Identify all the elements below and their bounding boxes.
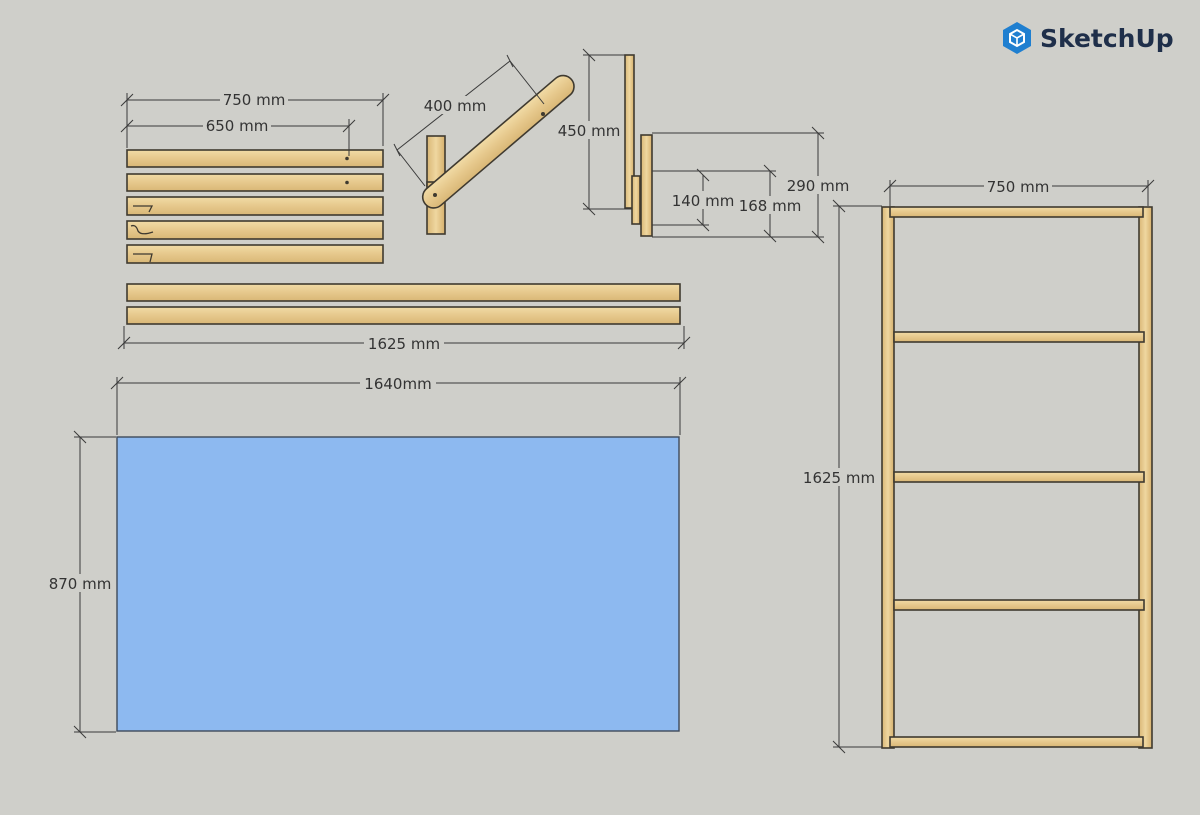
frame-rung <box>893 331 1145 343</box>
slat-hole <box>345 156 349 161</box>
sketchup-logo: SketchUp <box>1003 22 1174 54</box>
dimension-label: 870 mm <box>49 575 112 593</box>
short-slat-5 <box>126 244 384 264</box>
frame-rung <box>893 599 1145 611</box>
short-slat-3 <box>126 196 384 216</box>
dimension-frame-height: 1625 mm <box>800 199 882 754</box>
frame-rung-bottom <box>889 736 1144 748</box>
dimension-frame-width: 750 mm <box>883 177 1155 206</box>
dimension-label: 400 mm <box>424 97 487 115</box>
ladder-frame <box>881 206 1153 749</box>
short-slat-2 <box>126 173 384 192</box>
short-slat-1 <box>126 149 384 168</box>
long-rails <box>126 283 681 325</box>
post-assembly <box>624 54 653 237</box>
frame-rung-top <box>889 206 1144 218</box>
long-rail-1 <box>126 283 681 302</box>
dimension-foot-small: 140 mm <box>652 168 736 232</box>
dimension-label: 650 mm <box>206 117 269 135</box>
dimension-label: 168 mm <box>739 197 802 215</box>
dimension-label: 750 mm <box>223 91 286 109</box>
arm-pivot <box>433 193 437 197</box>
logo-text: SketchUp <box>1040 24 1174 53</box>
dimension-foot-long: 290 mm <box>652 126 852 244</box>
dimension-arm-length: 400 mm <box>393 54 545 187</box>
slat-hole <box>345 180 349 185</box>
dimension-slats-overall: 750 mm <box>120 90 390 146</box>
tall-post <box>624 54 635 209</box>
short-slat-4 <box>126 220 384 240</box>
dimension-post-height: 450 mm <box>555 48 632 216</box>
sketchup-cube-icon <box>1003 22 1031 54</box>
dimension-label: 450 mm <box>558 122 621 140</box>
arm-end-hole <box>541 112 545 116</box>
dimension-long-rails: 1625 mm <box>117 326 691 353</box>
panel-board <box>116 436 680 732</box>
arm-bar <box>421 74 575 209</box>
dimension-slats-hole: 650 mm <box>120 116 356 156</box>
dimension-label: 1625 mm <box>803 469 875 487</box>
slat-notch <box>133 253 153 263</box>
dimension-label: 290 mm <box>787 177 850 195</box>
dimension-label: 750 mm <box>987 178 1050 196</box>
arm-assembly <box>421 74 575 235</box>
post-foot <box>640 134 653 237</box>
long-rail-2 <box>126 306 681 325</box>
slat-notch <box>133 205 154 213</box>
frame-side-left <box>881 206 895 749</box>
dimension-foot-mid: 168 mm <box>652 164 804 243</box>
dimension-panel-height: 870 mm <box>46 430 116 739</box>
short-slats <box>126 149 384 264</box>
dimension-label: 140 mm <box>672 192 735 210</box>
dimension-label: 1640mm <box>364 375 431 393</box>
post-base <box>631 175 641 225</box>
dimension-panel-width: 1640mm <box>110 374 687 435</box>
dimension-label: 1625 mm <box>368 335 440 353</box>
slat-notch <box>130 224 154 235</box>
frame-rung <box>893 471 1145 483</box>
